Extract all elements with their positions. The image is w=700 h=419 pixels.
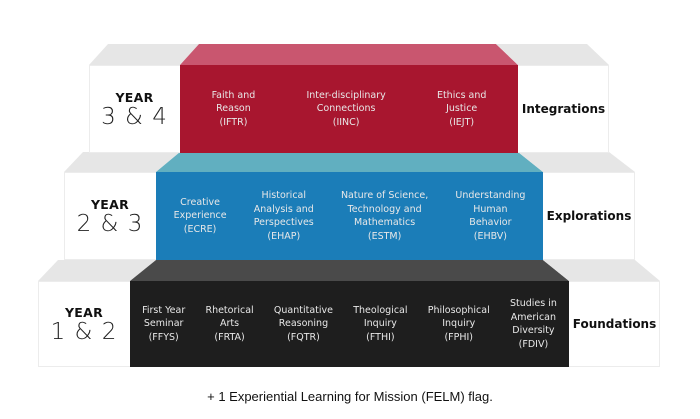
course-fthi: Theological Inquiry (FTHI) bbox=[353, 304, 408, 343]
year-label: YEAR bbox=[90, 196, 130, 212]
year-label: YEAR bbox=[64, 304, 104, 320]
tier-foundations-year: YEAR 1 & 2 bbox=[38, 281, 130, 367]
year-label: YEAR bbox=[115, 89, 154, 105]
tier-integrations-year: YEAR 3 & 4 bbox=[89, 65, 180, 153]
course-ehap: Historical Analysis and Perspectives (EH… bbox=[253, 190, 314, 242]
course-ehbv: Understanding Human Behavior (EHBV) bbox=[455, 190, 526, 242]
tier-foundations-band: First Year Seminar (FFYS) Rhetorical Art… bbox=[130, 281, 569, 367]
course-iinc: Inter-disciplinary Connections (IINC) bbox=[306, 89, 386, 128]
tier-explorations-level: Explorations bbox=[546, 209, 632, 223]
course-fphi: Philosophical Inquiry (FPHI) bbox=[427, 304, 490, 343]
tier-explorations-top-face-left bbox=[64, 152, 180, 172]
tier-explorations-band: Creative Experience (ECRE) Historical An… bbox=[156, 172, 543, 260]
course-frta: Rhetorical Arts (FRTA) bbox=[205, 304, 254, 343]
course-ffys: First Year Seminar (FFYS) bbox=[142, 304, 186, 343]
tier-integrations-band: Faith and Reason (IFTR) Inter-disciplina… bbox=[180, 65, 518, 153]
tier-explorations-top-face-right bbox=[518, 152, 635, 172]
course-ecre: Creative Experience (ECRE) bbox=[173, 196, 227, 235]
tier-integrations-level: Integrations bbox=[521, 102, 606, 116]
year-range: 2 & 3 bbox=[76, 210, 144, 237]
course-estm: Nature of Science, Technology and Mathem… bbox=[340, 190, 429, 242]
tier-foundations-top-face-right bbox=[543, 260, 660, 281]
tier-integrations-top-face-band bbox=[180, 44, 518, 65]
footnote: + 1 Experiential Learning for Mission (F… bbox=[207, 389, 493, 404]
tier-integrations-top-face-right bbox=[496, 44, 609, 65]
tier-foundations-level: Foundations bbox=[572, 317, 657, 331]
tier-explorations-year: YEAR 2 & 3 bbox=[64, 172, 156, 260]
tier-explorations-top-face-band bbox=[156, 152, 543, 172]
tier-integrations-top-face-left bbox=[89, 44, 199, 65]
course-fqtr: Quantitative Reasoning (FQTR) bbox=[273, 304, 334, 343]
year-range: 3 & 4 bbox=[101, 103, 168, 130]
tier-foundations-top-face-band bbox=[130, 260, 569, 281]
course-fdiv: Studies in American Diversity (FDIV) bbox=[509, 298, 557, 350]
tier-foundations-top-face-left bbox=[38, 260, 156, 281]
course-iejt: Ethics and Justice (IEJT) bbox=[436, 89, 487, 128]
course-iftr: Faith and Reason (IFTR) bbox=[211, 89, 256, 128]
year-range: 1 & 2 bbox=[50, 318, 118, 345]
